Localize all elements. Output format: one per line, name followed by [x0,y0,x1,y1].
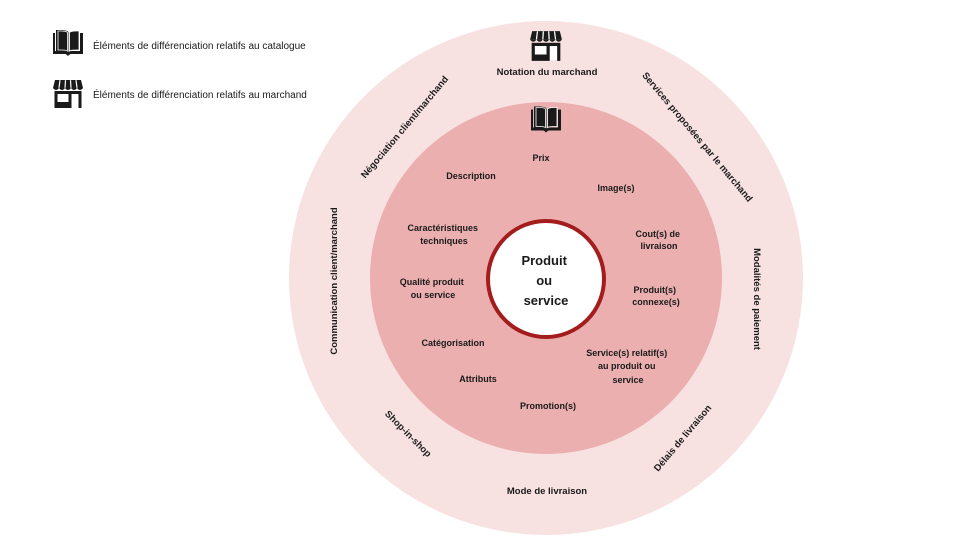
inner-label-technical-features: Caractéristiques techniques [407,223,480,246]
outer-label-merchant-rating: Notation du marchand [497,67,598,78]
legend-label: Éléments de différenciation relatifs au … [93,88,307,101]
inner-label-quality: Qualité produit ou service [400,277,467,300]
center-label: Produit ou service [521,253,570,308]
outer-label-payment-methods: Modalités de paiement [751,248,762,351]
center-circle [488,221,604,337]
inner-label-description: Description [446,171,496,181]
outer-label-client-merchant-communication: Communication client/marchand [329,207,340,354]
legend-item-merchant: Éléments de différenciation relatifs au … [52,79,307,109]
inner-label-price: Prix [532,153,549,163]
inner-label-delivery-cost: Cout(s) de livraison [635,229,682,251]
legend: Éléments de différenciation relatifs au … [52,29,307,109]
inner-label-promotions: Promotion(s) [520,401,576,411]
inner-label-attributes: Attributs [459,374,497,384]
storefront-icon [529,30,563,62]
inner-label-categorisation: Catégorisation [421,338,484,348]
inner-label-images: Image(s) [597,183,634,193]
book-icon [52,29,84,57]
outer-label-delivery-mode: Mode de livraison [507,486,587,497]
inner-label-related-services: Service(s) relatif(s) au produit ou serv… [586,348,670,385]
inner-ring-labels: Prix Image(s) Cout(s) de livraison Produ… [400,153,682,411]
inner-label-related-products: Produit(s) connexe(s) [632,285,680,307]
legend-label: Éléments de différenciation relatifs au … [93,39,306,52]
legend-item-catalogue: Éléments de différenciation relatifs au … [52,29,306,57]
center-circle-border [486,219,606,339]
storefront-icon [52,79,84,109]
book-icon [530,106,562,133]
